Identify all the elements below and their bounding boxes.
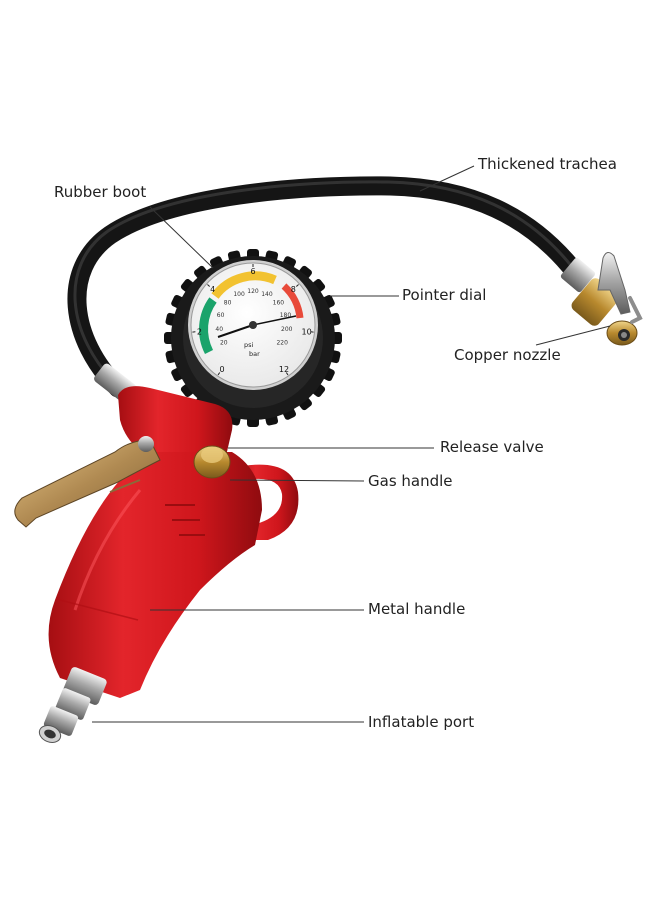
hose xyxy=(67,176,585,398)
gauge-psi-tick: 80 xyxy=(224,299,232,306)
gauge-bar-tick: 12 xyxy=(279,365,289,374)
copper-nozzle-illustration xyxy=(560,252,643,346)
label-metal-handle: Metal handle xyxy=(368,600,466,618)
unit-psi: psi xyxy=(244,341,254,349)
trigger-lever-illustration xyxy=(14,436,161,528)
gauge-psi-tick: 20 xyxy=(220,339,228,346)
leader-gas-handle xyxy=(229,479,365,482)
leader-thickened-trachea xyxy=(419,165,475,192)
label-release-valve: Release valve xyxy=(440,438,544,456)
label-copper-nozzle: Copper nozzle xyxy=(454,346,561,364)
label-gas-handle: Gas handle xyxy=(368,472,453,490)
label-pointer-dial: Pointer dial xyxy=(402,286,487,304)
label-thickened-trachea: Thickened trachea xyxy=(478,155,617,173)
label-inflatable-port: Inflatable port xyxy=(368,713,475,731)
leader-rubber-boot xyxy=(149,206,214,269)
gauge-tick-mark xyxy=(207,284,211,287)
gauge-bar-tick: 0 xyxy=(219,365,224,374)
gauge-tick-mark xyxy=(285,372,289,376)
gauge-psi-tick: 180 xyxy=(280,312,292,319)
gauge-bar-tick: 2 xyxy=(197,327,202,336)
label-rubber-boot: Rubber boot xyxy=(54,183,147,201)
gauge-bar-tick: 6 xyxy=(250,267,255,276)
gauge-bar-tick: 10 xyxy=(302,327,312,336)
gun-body-illustration xyxy=(48,386,299,698)
gauge-bar-tick: 4 xyxy=(210,285,215,294)
gauge-psi-tick: 160 xyxy=(273,299,285,306)
gauge-psi-tick: 40 xyxy=(215,326,223,333)
gauge-bar-tick: 8 xyxy=(291,285,296,294)
gauge-psi-tick: 200 xyxy=(281,326,293,333)
gauge-psi-tick: 120 xyxy=(247,288,259,295)
inflatable-port-illustration xyxy=(38,667,107,743)
gauge-psi-tick: 220 xyxy=(276,339,288,346)
gauge-tick-mark xyxy=(217,372,221,376)
gauge-tick-mark xyxy=(295,284,299,287)
gauge-psi-tick: 60 xyxy=(217,312,225,319)
leader-lines xyxy=(92,165,611,723)
unit-bar: bar xyxy=(249,350,260,358)
leader-copper-nozzle xyxy=(535,325,611,346)
gauge-psi-tick: 100 xyxy=(233,291,245,298)
gauge-psi-tick: 140 xyxy=(261,291,273,298)
